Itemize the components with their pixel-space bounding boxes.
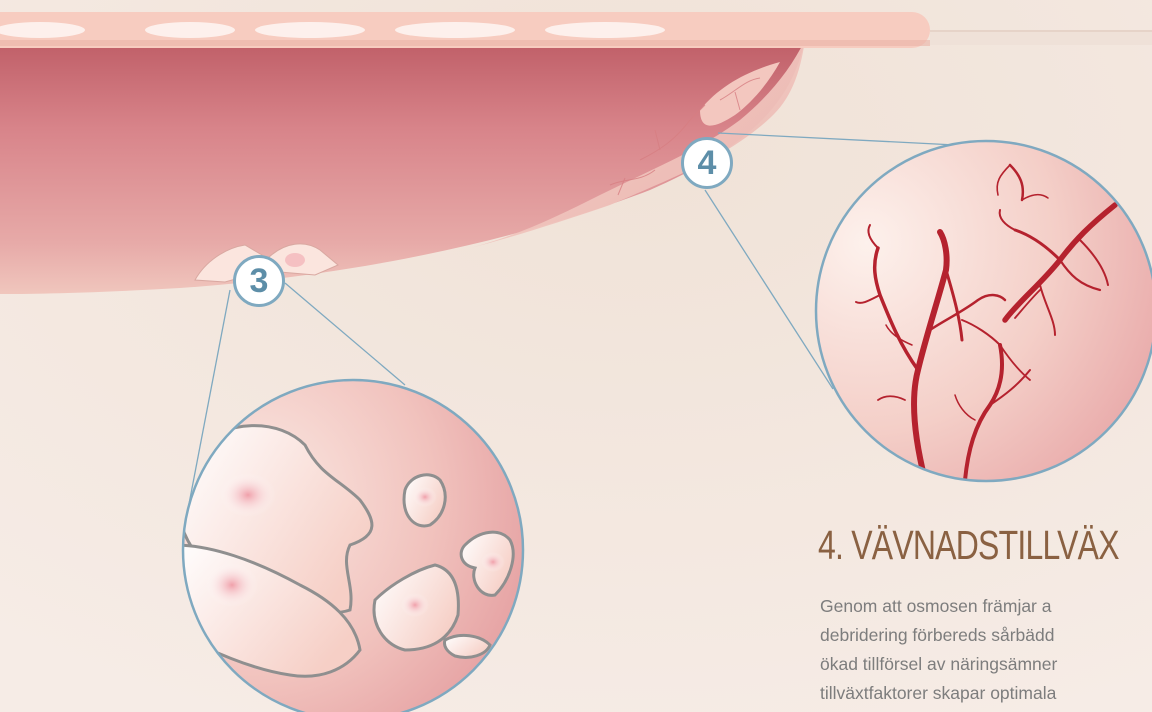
bandage-shadow <box>0 40 930 46</box>
marker-3-badge: 3 <box>233 255 285 307</box>
zoom-circle-vessels <box>816 141 1152 481</box>
section-body-line: debridering förbereds sårbädd <box>820 621 1152 650</box>
marker-4-badge: 4 <box>681 137 733 189</box>
section-body-line: tillväxtfaktorer skapar optimala <box>820 679 1152 708</box>
section-body-line: ökad tillförsel av näringsämner <box>820 650 1152 679</box>
upper-background-panel <box>930 30 1152 45</box>
section-title: 4. VÄVNADSTILLVÄX <box>818 522 1119 569</box>
section-body-line: Genom att osmosen främjar a <box>820 592 1152 621</box>
section-body: Genom att osmosen främjar a debridering … <box>820 592 1152 708</box>
